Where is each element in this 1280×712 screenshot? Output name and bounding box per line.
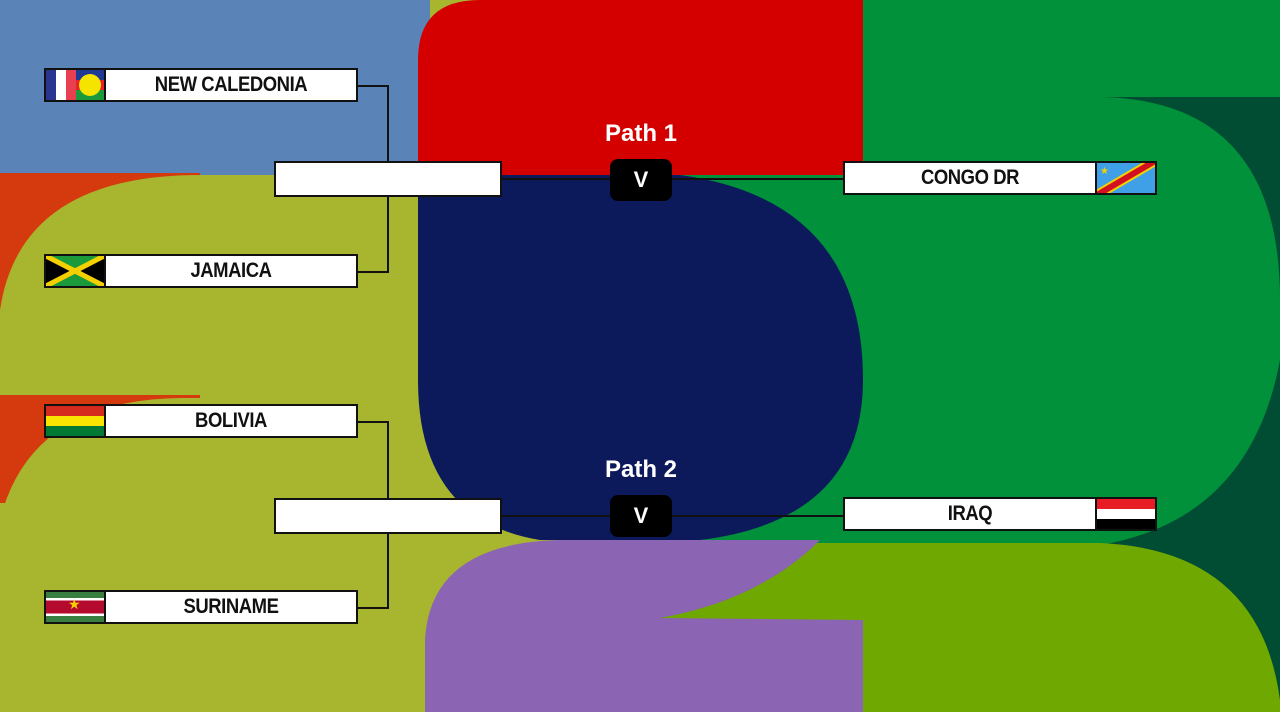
team-jamaica: JAMAICA	[44, 254, 358, 288]
bolivia-flag-icon	[46, 406, 106, 436]
winner-slot-path-1	[274, 161, 502, 197]
path-1-label: Path 1	[604, 120, 678, 147]
bracket-line	[356, 607, 389, 609]
team-name: BOLIVIA	[195, 409, 267, 432]
team-name: SURINAME	[183, 595, 279, 618]
team-iraq: IRAQ	[843, 497, 1157, 531]
navy-block	[418, 175, 863, 540]
team-bolivia: BOLIVIA	[44, 404, 358, 438]
team-suriname: ★ SURINAME	[44, 590, 358, 624]
team-name: JAMAICA	[190, 259, 272, 282]
vs-badge: V	[610, 159, 672, 201]
iraq-flag-icon	[1095, 499, 1155, 529]
bracket-line	[356, 85, 389, 87]
team-congo-dr: CONGO DR ★	[843, 161, 1157, 195]
purple-block	[425, 540, 863, 712]
red-block	[418, 0, 863, 175]
new-caledonia-flag-icon	[46, 70, 106, 100]
team-name: CONGO DR	[920, 166, 1020, 189]
team-new-caledonia: NEW CALEDONIA	[44, 68, 358, 102]
bracket-line	[500, 178, 846, 180]
congo-dr-flag-icon: ★	[1095, 163, 1155, 193]
bracket-line	[356, 271, 389, 273]
bracket-line	[500, 515, 846, 517]
jamaica-flag-icon	[46, 256, 106, 286]
bracket-line	[356, 421, 389, 423]
vs-badge: V	[610, 495, 672, 537]
team-name: NEW CALEDONIA	[154, 73, 308, 96]
svg-text:★: ★	[1100, 166, 1109, 177]
winner-slot-path-2	[274, 498, 502, 534]
team-name: IRAQ	[947, 502, 993, 525]
suriname-flag-icon: ★	[46, 592, 106, 622]
path-2-label: Path 2	[604, 456, 678, 483]
